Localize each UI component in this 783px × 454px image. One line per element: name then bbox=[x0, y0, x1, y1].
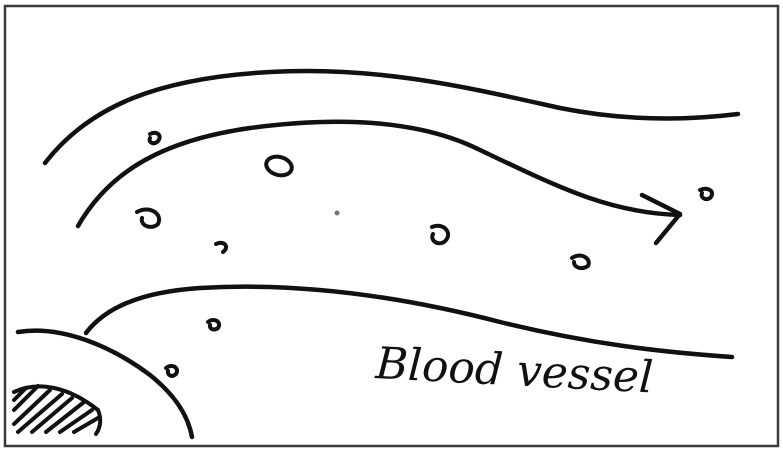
particle-dot bbox=[335, 211, 340, 216]
